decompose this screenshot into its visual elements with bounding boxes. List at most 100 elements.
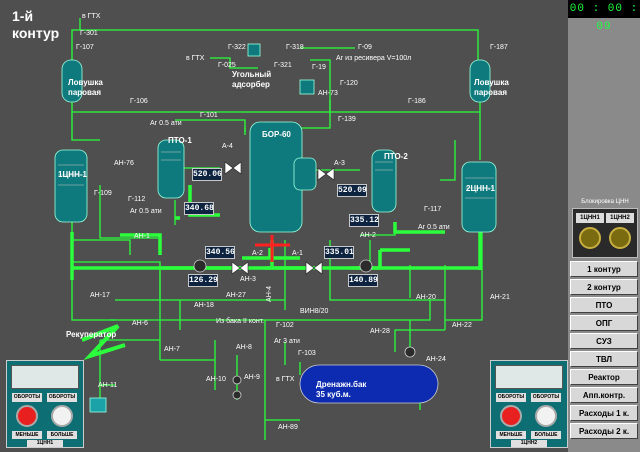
- nav-button-instrument-control[interactable]: Апп.контр.: [570, 387, 638, 403]
- adsorber-box: [247, 43, 261, 57]
- value-a1-right: 335.01: [324, 246, 354, 259]
- pump-control-1cnn2: ОБОРОТЫ ОБОРОТЫ МЕНЬШЕ БОЛЬШЕ 1ЦНН2: [490, 360, 568, 448]
- label-v-gtk2: в ГТХ: [186, 55, 205, 62]
- label-an27: АН-27: [226, 292, 246, 299]
- decrease-button[interactable]: [16, 405, 38, 427]
- valve-a2[interactable]: [231, 261, 241, 275]
- pump-name: 1ЦНН2: [511, 440, 547, 447]
- lock-lamp-right[interactable]: [609, 227, 631, 249]
- value-pto1-in: 340.68: [184, 202, 214, 215]
- label-ar3: Аг 3 ати: [274, 338, 300, 345]
- page-title: 1-й контур: [12, 8, 60, 41]
- decrease-button[interactable]: [500, 405, 522, 427]
- flowmeter-right: [359, 259, 373, 273]
- label-an76: АН-76: [114, 160, 134, 167]
- label-an24: АН-24: [426, 356, 446, 363]
- label-g187: Г-187: [490, 44, 508, 51]
- label-g301: Г-301: [80, 30, 98, 37]
- label-iz-baka: Из бака II конт.: [216, 318, 265, 325]
- increase-button[interactable]: [51, 405, 73, 427]
- nav-button-reactor[interactable]: Реактор: [570, 369, 638, 385]
- steam-trap-right: [469, 59, 491, 103]
- valve-a1-r[interactable]: [313, 261, 323, 275]
- steam-trap-left: [61, 59, 83, 103]
- rpm-gauge: [495, 365, 563, 389]
- label-an73: АН-73: [318, 90, 338, 97]
- sensor-an9: [232, 390, 242, 400]
- nav-button-tvl[interactable]: ТВЛ: [570, 351, 638, 367]
- nav-button-suz[interactable]: СУЗ: [570, 333, 638, 349]
- label-g112: Г-112: [128, 196, 146, 203]
- decrease-label: МЕНЬШЕ: [12, 431, 42, 439]
- label-g107: Г-107: [76, 44, 94, 51]
- label-g117: Г-117: [424, 206, 442, 213]
- label-a2: А-2: [252, 250, 263, 257]
- pump-control-1cnn1: ОБОРОТЫ ОБОРОТЫ МЕНЬШЕ БОЛЬШЕ 1ЦНН1: [6, 360, 84, 448]
- label-g025: Г-025: [218, 62, 236, 69]
- nav-button-flows-2[interactable]: Расходы 2 к.: [570, 423, 638, 439]
- pump-lock-panel: Блокировка ЦНН 1ЦНН1 1ЦНН2: [572, 199, 638, 258]
- value-pto2-out: 335.12: [349, 214, 379, 227]
- label-a4: А-4: [222, 143, 233, 150]
- label-an8: АН-8: [236, 344, 252, 351]
- increase-button[interactable]: [535, 405, 557, 427]
- circuit-scheme: 1-й контур Ловушка паровая Ловушка паров…: [0, 0, 568, 452]
- nav-button-opg[interactable]: ОПГ: [570, 315, 638, 331]
- steam-trap-left-label: Ловушка паровая: [68, 78, 103, 97]
- valve-a2-r[interactable]: [239, 261, 249, 275]
- label-g09: Г-09: [358, 44, 372, 51]
- label-g321: Г-321: [274, 62, 292, 69]
- steam-trap-right-label: Ловушка паровая: [474, 78, 509, 97]
- label-an18: АН-18: [194, 302, 214, 309]
- value-flow-left: 126.29: [188, 274, 218, 287]
- adsorber-label: Угольный адсорбер: [232, 70, 272, 89]
- value-pto2-in: 520.09: [337, 184, 367, 197]
- valve-a4[interactable]: [224, 161, 234, 175]
- small-tank: [299, 79, 315, 95]
- nav-button-circuit-2[interactable]: 2 контур: [570, 279, 638, 295]
- valve-a4-r[interactable]: [232, 161, 242, 175]
- pump-2cnn1-label: 2ЦНН-1: [466, 184, 495, 193]
- valves[interactable]: [224, 161, 335, 275]
- rpm-gauge: [11, 365, 79, 389]
- label-ar05-left: Аг 0.5 ати: [130, 208, 162, 215]
- pump-name: 1ЦНН1: [27, 440, 63, 447]
- lock-lamp-left[interactable]: [579, 227, 601, 249]
- label-an3: АН-3: [240, 276, 256, 283]
- reactor-stand: [255, 235, 290, 262]
- valve-a3-r[interactable]: [325, 167, 335, 181]
- label-g103: Г-103: [298, 350, 316, 357]
- label-an6: АН-6: [132, 320, 148, 327]
- nav-button-pto[interactable]: ПТО: [570, 297, 638, 313]
- label-a1: А-1: [292, 250, 303, 257]
- nav-button-flows-1[interactable]: Расходы 1 к.: [570, 405, 638, 421]
- pump-1cnn1-label: 1ЦНН-1: [58, 170, 87, 179]
- label-g101: Г-101: [200, 112, 218, 119]
- nav-button-circuit-1[interactable]: 1 контур: [570, 261, 638, 277]
- valve-a3[interactable]: [317, 167, 327, 181]
- rpm-label-left: ОБОРОТЫ: [496, 393, 526, 402]
- flowmeter-left: [193, 259, 207, 273]
- label-ar05-right: Аг 0.5 ати: [418, 224, 450, 231]
- rpm-label-right: ОБОРОТЫ: [47, 393, 77, 402]
- reactor-label: БОР-60: [262, 130, 291, 139]
- lock-label-right: 1ЦНН2: [606, 213, 634, 223]
- label-g109: Г-109: [94, 190, 112, 197]
- label-g120: Г-120: [340, 80, 358, 87]
- vessels: [54, 43, 497, 413]
- pto1-label: ПТО-1: [168, 136, 192, 145]
- label-an4: АН-4: [265, 286, 273, 302]
- pipeline-diagram: [54, 18, 497, 440]
- label-an10: АН-10: [206, 376, 226, 383]
- clock-display: 00 : 00 : 09: [568, 0, 640, 33]
- label-v-gtk-top: в ГТХ: [82, 13, 101, 20]
- value-a2-left: 340.56: [205, 246, 235, 259]
- heat-exchanger-pto1: [157, 139, 185, 199]
- pump-2cnn1: [461, 161, 497, 233]
- valve-a1[interactable]: [305, 261, 315, 275]
- recuperator-label: Рекуператор: [66, 330, 117, 339]
- increase-label: БОЛЬШЕ: [531, 431, 561, 439]
- reactor-side-vessel: [293, 157, 317, 191]
- label-g322: Г-322: [228, 44, 246, 51]
